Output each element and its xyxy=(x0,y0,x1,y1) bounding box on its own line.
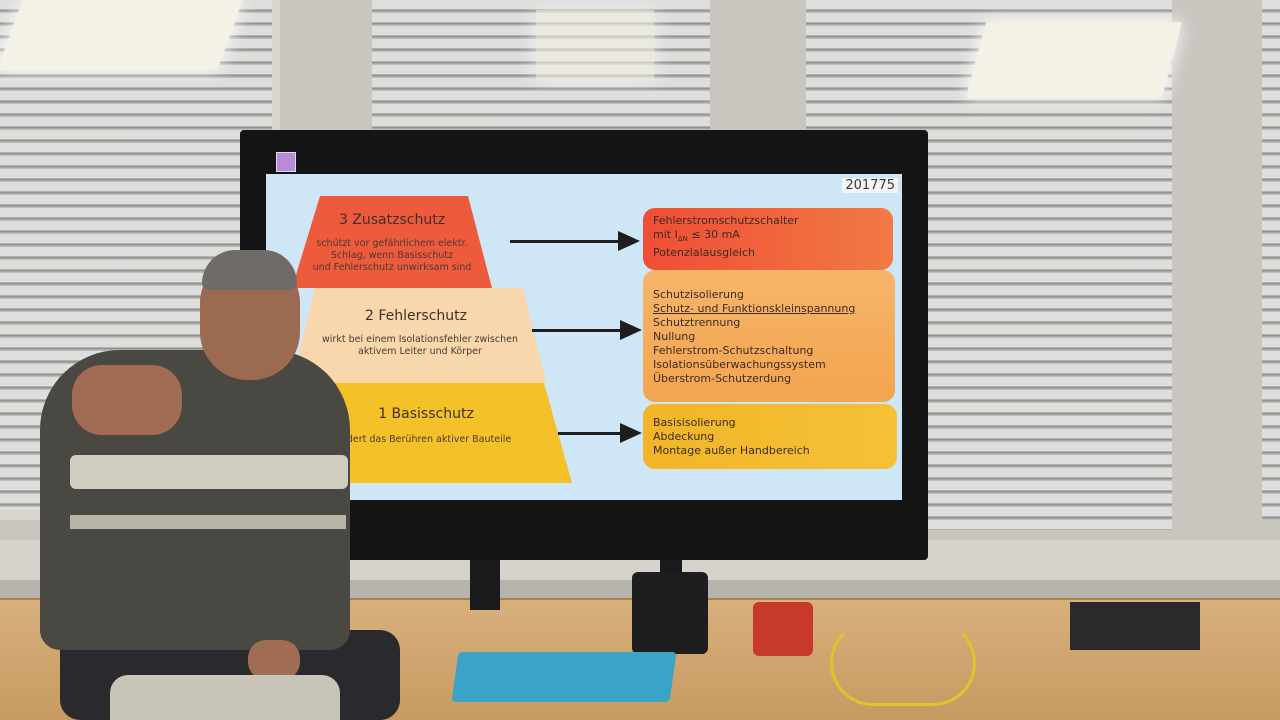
tier-description: schützt vor gefährlichem elektr. Schlag,… xyxy=(312,238,472,273)
slide-id-badge: 201775 xyxy=(842,178,898,193)
tier-description: ndert das Berühren aktiver Bauteile xyxy=(340,434,512,445)
chair xyxy=(110,675,340,720)
ceiling-light xyxy=(0,0,243,70)
person-hair xyxy=(202,250,297,290)
sweater-stripe xyxy=(70,515,346,529)
soldering-station xyxy=(753,602,813,656)
person-hand xyxy=(248,640,300,680)
speaker xyxy=(632,572,708,654)
tier-title: 2 Fehlerschutz xyxy=(365,308,467,324)
window-far-right xyxy=(1262,0,1280,520)
pyramid-tier-fehlerschutz xyxy=(292,288,546,383)
tier-title: 3 Zusatzschutz xyxy=(338,212,446,228)
ceiling-light xyxy=(965,22,1183,98)
arrow-head xyxy=(618,231,640,251)
arrow xyxy=(532,329,624,332)
presentation-slide: 3 Zusatzschutz schützt vor gefährlichem … xyxy=(266,174,902,500)
person-hand xyxy=(72,365,182,435)
arrow xyxy=(510,240,622,243)
tier-description: wirkt bei einem Isolationsfehler zwische… xyxy=(322,334,518,357)
slide-app-icon xyxy=(276,152,296,172)
yellow-cable xyxy=(830,620,976,706)
measures-box-fehlerschutz: Schutzisolierung Schutz- und Funktionskl… xyxy=(643,270,895,402)
sweater-stripe xyxy=(70,455,348,489)
measures-box-zusatzschutz: Fehlerstromschutzschalter mit IΔN ≤ 30 m… xyxy=(643,208,893,270)
measures-box-basisschutz: Basisisolierung Abdeckung Montage außer … xyxy=(643,404,897,469)
circuit-board xyxy=(1070,602,1200,650)
arrow xyxy=(558,432,624,435)
pyramid-tier-zusatzschutz xyxy=(292,196,492,288)
monitor-stand xyxy=(660,555,682,575)
arrow-head xyxy=(620,423,642,443)
tier-title: 1 Basisschutz xyxy=(378,406,474,422)
monitor-stand xyxy=(470,555,500,610)
arrow-head xyxy=(620,320,642,340)
silicone-mat xyxy=(451,652,677,702)
ceiling-light xyxy=(536,10,654,80)
